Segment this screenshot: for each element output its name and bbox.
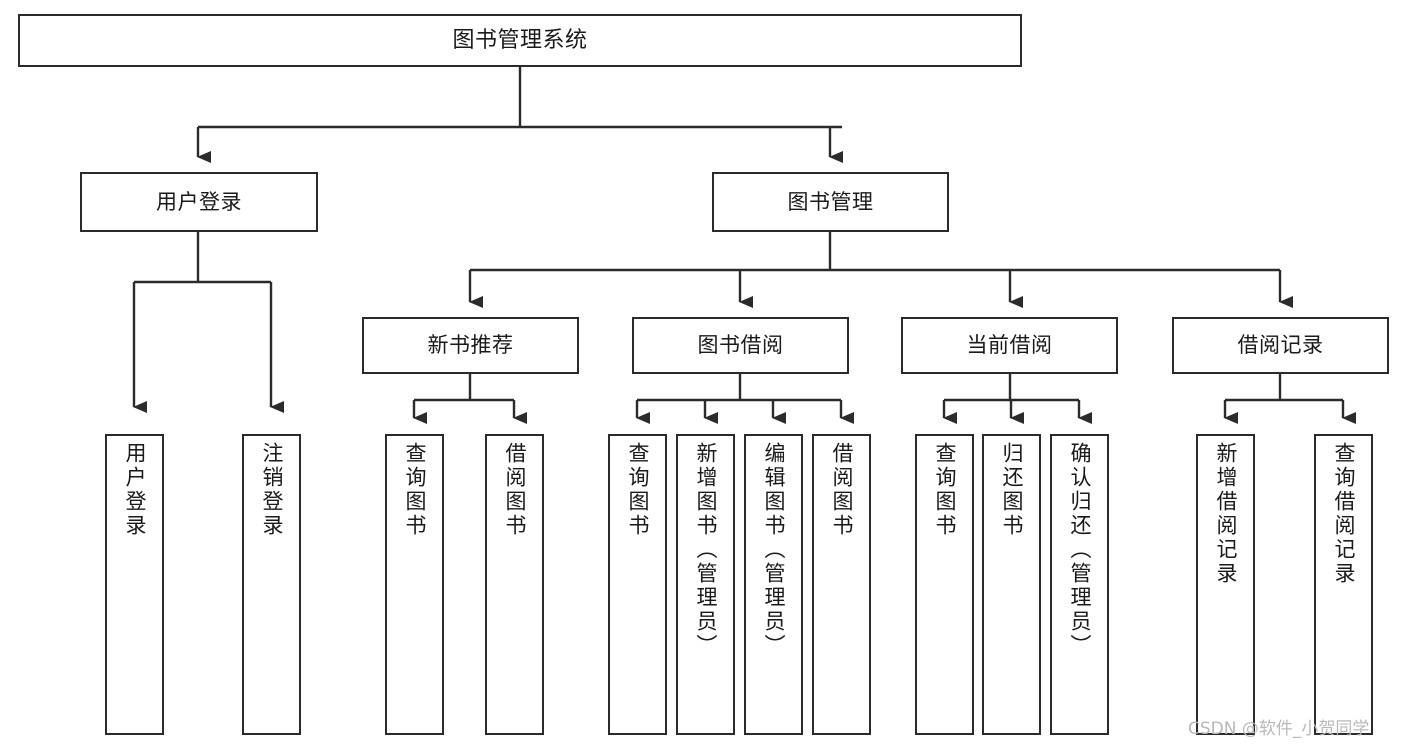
node-new-book-recommend[interactable]: 新书推荐 (362, 317, 579, 374)
node-root-book-management-system[interactable]: 图书管理系统 (18, 14, 1022, 67)
node-leaf-user-login[interactable]: 用户登录 (105, 434, 164, 735)
node-label: 当前借阅 (966, 333, 1053, 358)
node-label: 用户登录 (156, 189, 242, 214)
node-label: 编辑图书（管理员） (762, 442, 786, 658)
node-leaf-query-book-current[interactable]: 查询图书 (915, 434, 974, 735)
node-leaf-query-book-borrow[interactable]: 查询图书 (608, 434, 667, 735)
node-label: 查询借阅记录 (1332, 442, 1356, 586)
node-current-borrow[interactable]: 当前借阅 (901, 317, 1118, 374)
node-label: 图书借阅 (697, 333, 784, 358)
node-label: 图书管理系统 (452, 27, 588, 53)
node-label: 查询图书 (933, 442, 957, 538)
node-borrow-record[interactable]: 借阅记录 (1172, 317, 1389, 374)
node-label: 查询图书 (403, 442, 427, 538)
node-label: 新增借阅记录 (1214, 442, 1238, 586)
node-label: 注销登录 (260, 442, 284, 538)
node-book-borrow[interactable]: 图书借阅 (632, 317, 849, 374)
node-leaf-edit-book-admin[interactable]: 编辑图书（管理员） (744, 434, 803, 735)
node-label: 确认归还（管理员） (1068, 442, 1092, 658)
node-label: 借阅图书 (503, 442, 527, 538)
node-leaf-borrow-book-recommend[interactable]: 借阅图书 (485, 434, 544, 735)
node-label: 新增图书（管理员） (694, 442, 718, 658)
node-leaf-add-borrow-record[interactable]: 新增借阅记录 (1196, 434, 1255, 735)
node-label: 借阅记录 (1237, 333, 1324, 358)
node-label: 用户登录 (123, 442, 147, 538)
node-leaf-confirm-return-admin[interactable]: 确认归还（管理员） (1050, 434, 1109, 735)
node-user-login[interactable]: 用户登录 (80, 172, 318, 232)
node-label: 归还图书 (1000, 442, 1024, 538)
node-label: 图书管理 (787, 189, 874, 214)
node-leaf-logout-login[interactable]: 注销登录 (242, 434, 301, 735)
node-leaf-add-book-admin[interactable]: 新增图书（管理员） (676, 434, 735, 735)
node-label: 借阅图书 (830, 442, 854, 538)
node-leaf-query-book-recommend[interactable]: 查询图书 (385, 434, 444, 735)
node-leaf-query-borrow-record[interactable]: 查询借阅记录 (1314, 434, 1373, 735)
node-leaf-borrow-book[interactable]: 借阅图书 (812, 434, 871, 735)
node-label: 查询图书 (626, 442, 650, 538)
node-label: 新书推荐 (427, 333, 514, 358)
node-book-management[interactable]: 图书管理 (712, 172, 949, 232)
csdn-watermark: CSDN @软件_小贺同学 (1188, 719, 1370, 739)
node-leaf-return-book[interactable]: 归还图书 (982, 434, 1041, 735)
